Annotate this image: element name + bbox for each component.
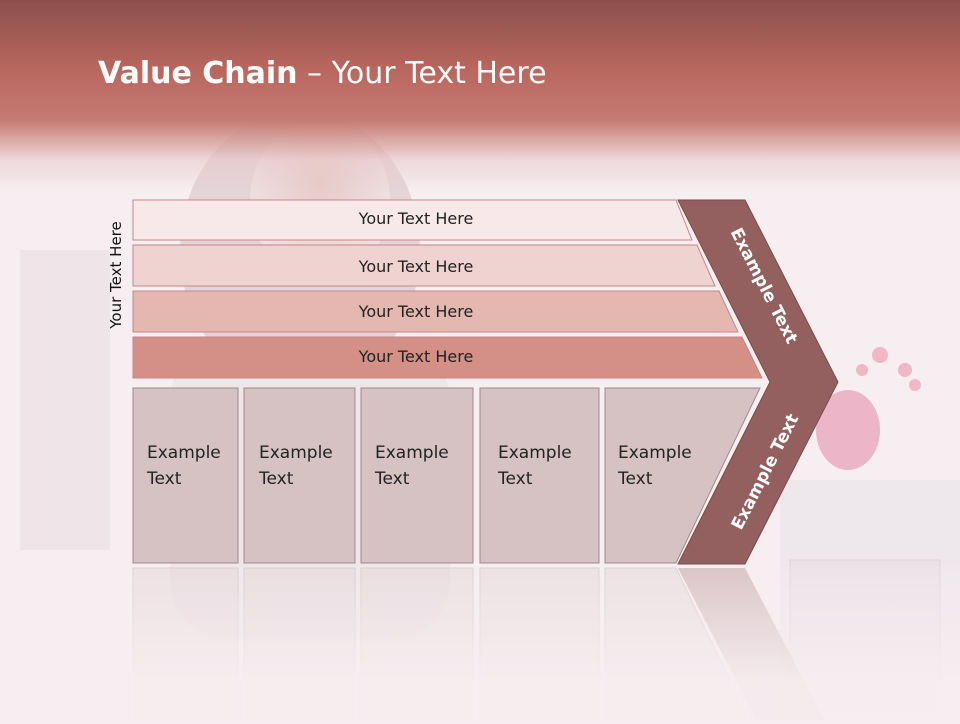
slide-title: Value Chain – Your Text Here (98, 56, 547, 91)
box-5-line1: Example (618, 443, 692, 463)
title-rest: – Your Text Here (297, 56, 547, 91)
box-4-line2: Text (498, 469, 533, 489)
row-shape-3[interactable] (132, 290, 739, 333)
row-label-4: Your Text Here (358, 347, 474, 366)
reflection-fade (0, 566, 960, 720)
box-3-line1: Example (375, 443, 449, 463)
title-bold: Value Chain (98, 56, 298, 91)
box-2-line1: Example (259, 443, 333, 463)
activity-box-4[interactable] (479, 387, 600, 564)
activity-box-2[interactable] (243, 387, 356, 564)
activity-box-1[interactable] (132, 387, 239, 564)
activity-box-3[interactable] (360, 387, 474, 564)
row-shape-2[interactable] (132, 244, 716, 287)
chevron-arrow[interactable] (677, 199, 839, 565)
row-label-2: Your Text Here (358, 257, 474, 276)
box-5-line2: Text (618, 469, 653, 489)
box-1-line2: Text (147, 469, 182, 489)
activity-box-5[interactable] (604, 387, 761, 564)
row-shape-4[interactable] (132, 336, 763, 379)
box-4-line1: Example (498, 443, 572, 463)
box-1-line1: Example (147, 443, 221, 463)
header-band (0, 0, 960, 190)
box-3-line2: Text (375, 469, 410, 489)
row-shape-1[interactable] (132, 199, 693, 241)
box-2-line2: Text (259, 469, 294, 489)
row-label-1: Your Text Here (358, 209, 474, 228)
row-label-3: Your Text Here (358, 302, 474, 321)
